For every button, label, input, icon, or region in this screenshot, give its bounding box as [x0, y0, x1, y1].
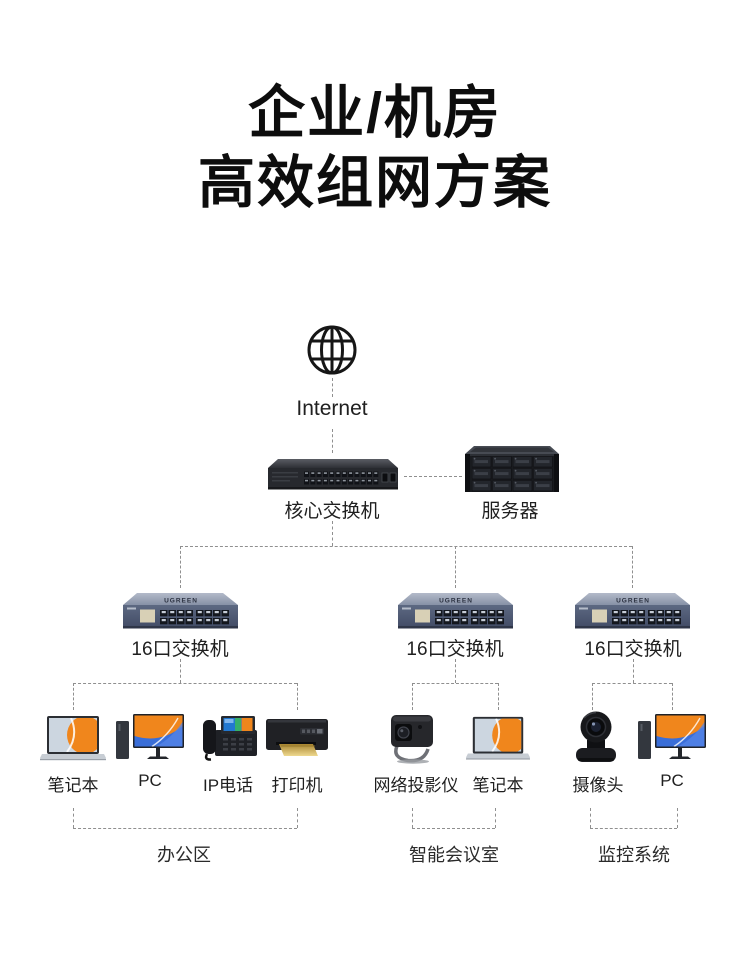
internet-label: Internet	[296, 397, 368, 420]
switch-brand-text: UGREEN	[439, 598, 473, 605]
drop-group3-left	[592, 683, 593, 710]
device-label-pc2: PC	[660, 771, 684, 790]
area-label-monitoring: 监控系统	[598, 845, 670, 865]
switch-16port-image-3: UGREEN	[572, 590, 692, 630]
connector-switch3-group	[633, 659, 634, 683]
access-switch-2-label: 16口交换机	[406, 639, 504, 660]
device-label-pc: PC	[138, 771, 162, 790]
bracket-monitor-bottom	[590, 828, 677, 829]
drop-group1-left	[73, 683, 74, 710]
desktop-pc-icon	[638, 714, 706, 762]
bracket-office-bottom	[73, 828, 297, 829]
device-label-projector: 网络投影仪	[373, 776, 459, 795]
projector-icon	[383, 712, 441, 764]
device-label-ip-phone: IP电话	[202, 776, 254, 795]
area-label-office: 办公区	[157, 845, 211, 865]
branch-main	[180, 546, 632, 547]
server-image	[462, 444, 562, 497]
page-title-line1: 企业/机房	[248, 81, 502, 145]
connector-core-server	[404, 476, 462, 477]
drop-group3-right	[672, 683, 673, 710]
access-switch-3-label: 16口交换机	[584, 639, 682, 660]
server-label: 服务器	[481, 501, 539, 522]
connector-switch1-group	[180, 659, 181, 683]
connector-core-branch	[332, 521, 333, 546]
ip-phone-icon	[197, 712, 259, 762]
connector-internet-core	[332, 429, 333, 453]
device-label-camera: 摄像头	[572, 776, 624, 795]
laptop-icon	[466, 716, 530, 762]
device-label-laptop2: 笔记本	[472, 776, 524, 795]
page-title-line2: 高效组网方案	[198, 151, 552, 215]
drop-switch-3	[632, 546, 633, 588]
bracket-meeting-right	[495, 808, 496, 828]
bracket-monitor-right	[677, 808, 678, 828]
drop-group2-left	[412, 683, 413, 710]
drop-switch-2	[455, 546, 456, 588]
bracket-office-right	[297, 808, 298, 828]
page-title: 企业/机房 高效组网方案	[0, 78, 750, 218]
printer-icon	[266, 716, 328, 760]
switch-16port-image-2: UGREEN	[395, 590, 515, 630]
branch-group-3	[592, 683, 672, 684]
bracket-meeting-left	[412, 808, 413, 828]
bracket-office-left	[73, 808, 74, 828]
drop-group1-right	[297, 683, 298, 710]
switch-16port-image-1: UGREEN	[120, 590, 240, 630]
switch-brand-text: UGREEN	[616, 598, 650, 605]
drop-group2-right	[498, 683, 499, 710]
core-switch-image	[262, 452, 402, 494]
desktop-pc-icon	[116, 714, 184, 762]
core-switch-label: 核心交换机	[284, 501, 380, 522]
branch-group-2	[412, 683, 498, 684]
area-label-meeting-room: 智能会议室	[409, 845, 499, 865]
access-switch-1-label: 16口交换机	[131, 639, 229, 660]
camera-icon	[574, 710, 618, 764]
switch-brand-text: UGREEN	[164, 598, 198, 605]
bracket-monitor-left	[590, 808, 591, 828]
connector-switch2-group	[455, 659, 456, 683]
branch-group-1	[73, 683, 297, 684]
globe-icon	[306, 324, 358, 376]
bracket-meeting-bottom	[412, 828, 495, 829]
connector-globe-internet	[332, 378, 333, 397]
device-label-printer: 打印机	[271, 776, 323, 795]
drop-switch-1	[180, 546, 181, 588]
device-label-laptop: 笔记本	[47, 776, 99, 795]
laptop-icon	[40, 716, 106, 762]
